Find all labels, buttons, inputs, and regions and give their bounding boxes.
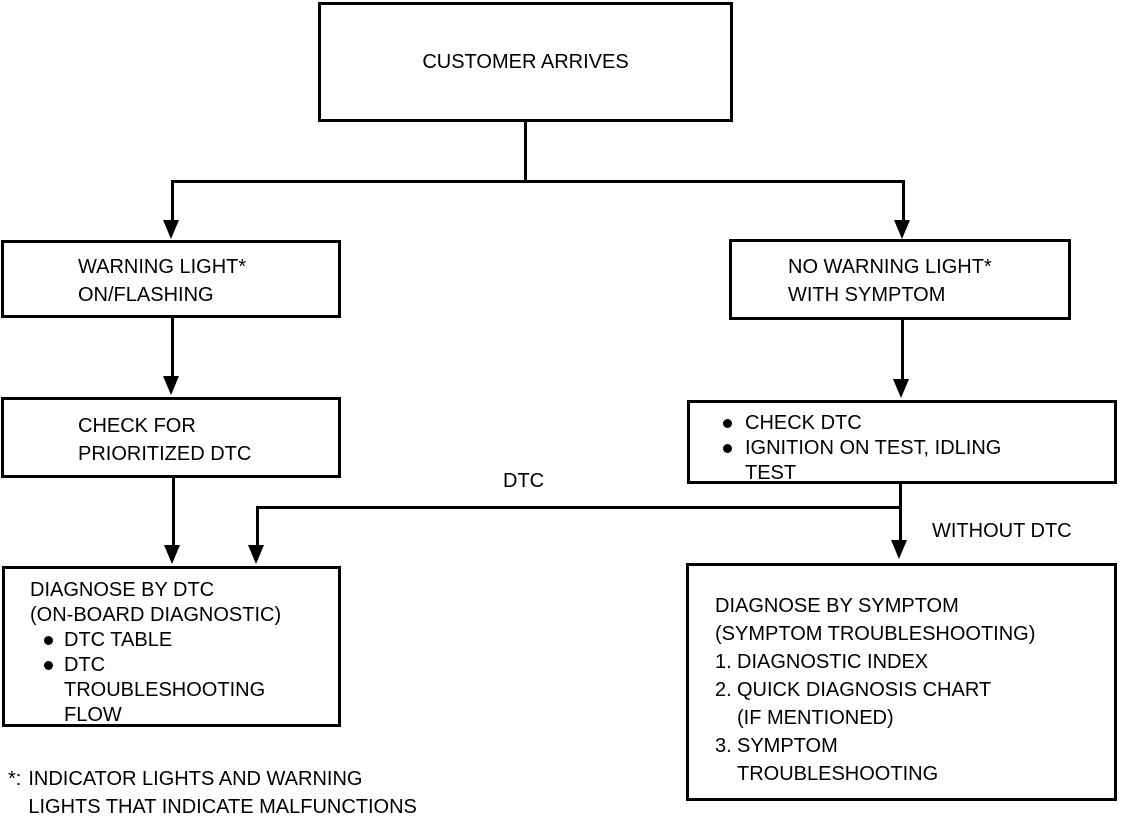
node-customer-arrives: CUSTOMER ARRIVES <box>318 2 733 122</box>
connector-checkdtc-to-symptom <box>899 484 902 542</box>
edge-label-dtc: DTC <box>503 470 545 492</box>
connector-to-warning-light <box>171 180 174 222</box>
numbered-item: 3. SYMPTOM TROUBLESHOOTING <box>715 732 1114 788</box>
bullet-icon <box>723 444 732 453</box>
connector-to-no-warning-light <box>902 180 905 222</box>
bullet-icon <box>44 636 53 645</box>
item-text: DIAGNOSTIC INDEX <box>737 651 929 673</box>
node-diagnose-by-dtc: DIAGNOSE BY DTC (ON-BOARD DIAGNOSTIC) DT… <box>2 566 341 727</box>
connector-dtc-branch-down <box>256 506 259 547</box>
item-number: 1. <box>715 651 732 673</box>
node-check-dtc-tests: CHECK DTC IGNITION ON TEST, IDLING TEST <box>687 400 1117 484</box>
item-text: QUICK DIAGNOSIS CHART (IF MENTIONED) <box>737 679 992 729</box>
node-label: CHECK FOR PRIORITIZED DTC <box>78 415 252 465</box>
numbered-item: 1. DIAGNOSTIC INDEX <box>715 648 1114 676</box>
arrow-down-icon <box>164 545 180 564</box>
arrow-down-icon <box>894 220 910 239</box>
connector-check-to-diagnose-dtc <box>172 478 175 547</box>
item-number: 3. <box>715 735 732 757</box>
connector-customer-down <box>524 122 527 183</box>
connector-warning-to-check <box>171 318 174 378</box>
arrow-down-icon <box>248 545 264 564</box>
bullet-text: CHECK DTC <box>745 412 862 434</box>
item-text: SYMPTOM TROUBLESHOOTING <box>737 735 939 785</box>
bullet-icon <box>723 419 732 428</box>
arrow-down-icon <box>163 376 179 395</box>
connector-dtc-branch-horizontal <box>256 506 902 509</box>
bullet-text: DTC TROUBLESHOOTING FLOW <box>64 654 266 726</box>
node-heading: DIAGNOSE BY SYMPTOM (SYMPTOM TROUBLESHOO… <box>715 595 1036 645</box>
node-diagnose-by-symptom: DIAGNOSE BY SYMPTOM (SYMPTOM TROUBLESHOO… <box>686 563 1117 801</box>
arrow-down-icon <box>891 540 907 559</box>
connector-nowarning-to-checkdtc <box>901 320 904 381</box>
footnote-marker: *: <box>8 768 22 790</box>
node-label: NO WARNING LIGHT* WITH SYMPTOM <box>788 256 992 306</box>
bullet-text: DTC TABLE <box>64 629 173 651</box>
arrow-down-icon <box>163 220 179 239</box>
node-check-for-prioritized-dtc: CHECK FOR PRIORITIZED DTC <box>1 397 341 478</box>
item-number: 2. <box>715 679 732 701</box>
connector-branch-horizontal <box>171 180 905 183</box>
bullet-icon <box>44 661 53 670</box>
footnote: *: INDICATOR LIGHTS AND WARNING LIGHTS T… <box>8 765 417 821</box>
bullet-item: DTC TROUBLESHOOTING FLOW <box>44 653 338 728</box>
numbered-item: 2. QUICK DIAGNOSIS CHART (IF MENTIONED) <box>715 676 1114 732</box>
footnote-text: INDICATOR LIGHTS AND WARNING LIGHTS THAT… <box>28 768 417 818</box>
node-label: CUSTOMER ARRIVES <box>422 50 629 73</box>
edge-label-without-dtc: WITHOUT DTC <box>932 520 1072 542</box>
arrow-down-icon <box>893 379 909 398</box>
bullet-item: IGNITION ON TEST, IDLING TEST <box>723 436 1114 486</box>
bullet-item: CHECK DTC <box>723 411 1114 436</box>
bullet-item: DTC TABLE <box>44 628 338 653</box>
node-label: WARNING LIGHT* ON/FLASHING <box>78 256 247 306</box>
node-warning-light-on-flashing: WARNING LIGHT* ON/FLASHING <box>1 240 341 318</box>
node-no-warning-light-with-symptom: NO WARNING LIGHT* WITH SYMPTOM <box>729 239 1071 320</box>
node-heading: DIAGNOSE BY DTC (ON-BOARD DIAGNOSTIC) <box>30 579 282 626</box>
bullet-text: IGNITION ON TEST, IDLING TEST <box>745 437 1002 484</box>
